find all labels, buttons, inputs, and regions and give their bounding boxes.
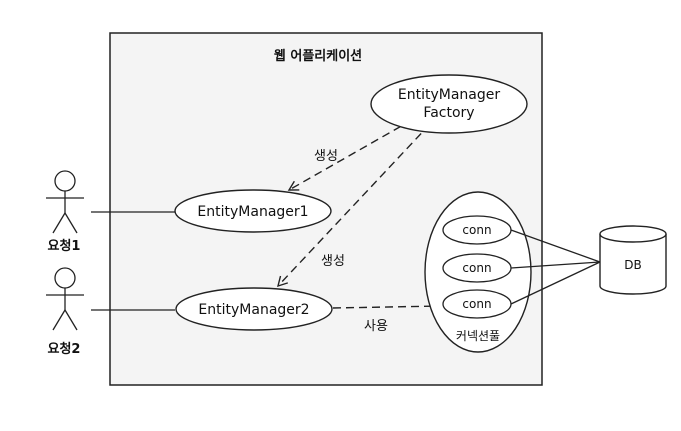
- edge-conn1-db: [510, 229, 601, 263]
- connection-pool-label: 커넥션풀: [456, 329, 500, 343]
- edge-factory-em2-label: 생성: [321, 254, 345, 269]
- edge-em2-conn3-label: 사용: [364, 319, 388, 334]
- connection2-label: conn: [462, 261, 491, 275]
- actor-user2-label: 요청2: [48, 341, 81, 357]
- entity-manager-factory-label-line2: Factory: [423, 105, 474, 121]
- entity-manager1-label: EntityManager1: [197, 204, 308, 220]
- entity-manager-factory-node: [370, 74, 528, 134]
- edge-factory-em1: [287, 119, 413, 191]
- actor-user2: [46, 267, 84, 331]
- edge-factory-em2: [277, 123, 431, 288]
- entity-manager2-label: EntityManager2: [198, 302, 309, 318]
- edge-conn3-db: [510, 261, 601, 305]
- connection2-node: [442, 253, 512, 283]
- edge-factory-em1-label: 생성: [314, 149, 338, 164]
- entity-manager2-node: [175, 287, 333, 331]
- connection1-node: [442, 215, 512, 245]
- connection3-node: [442, 289, 512, 319]
- database-label: DB: [624, 258, 641, 272]
- edge-em2-conn3: [332, 300, 442, 312]
- connection1-label: conn: [462, 223, 491, 237]
- entity-manager-factory-label-line1: EntityManager: [398, 87, 500, 103]
- database-icon: [599, 225, 667, 295]
- web-application-title: 웹 어플리케이션: [274, 48, 362, 64]
- entity-manager1-node: [174, 189, 332, 233]
- actor-user1: [46, 170, 84, 234]
- edge-conn2-db: [510, 261, 601, 269]
- connection3-label: conn: [462, 297, 491, 311]
- actor-user1-label: 요청1: [48, 238, 81, 254]
